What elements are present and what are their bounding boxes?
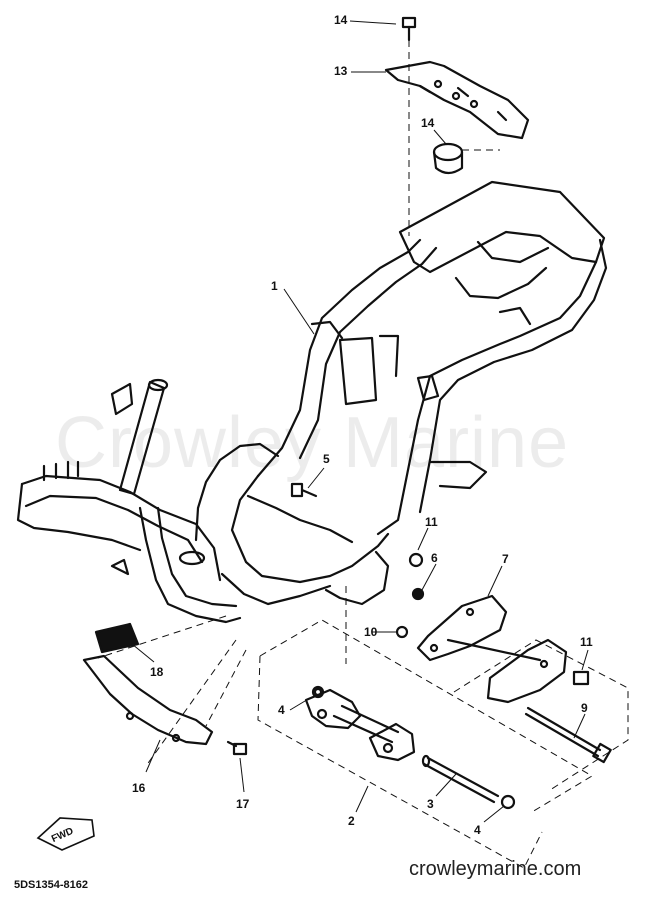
forward-arrow-icon (36, 817, 95, 851)
callout-3: 3 (427, 797, 434, 811)
callout-12: 13 (334, 64, 348, 78)
callout-7: 7 (502, 552, 509, 566)
pivot-arm-assembly-part (304, 685, 416, 762)
callout-17: 17 (236, 797, 250, 811)
callout-6: 6 (431, 551, 438, 565)
bolt-part (401, 16, 417, 42)
callout-2: 2 (348, 814, 355, 828)
callout-18: 18 (150, 665, 164, 679)
leader-lines (131, 20, 589, 823)
collar-part (408, 552, 424, 568)
bolt-part (226, 740, 248, 756)
callout-9: 10 (364, 625, 378, 639)
bolt-part (290, 482, 318, 498)
washer-part (313, 687, 323, 697)
callout-4-lower: 4 (474, 823, 481, 837)
site-name: crowleymarine.com (409, 858, 582, 880)
callout-1: 1 (271, 279, 278, 293)
washer-part (500, 794, 516, 810)
side-bracket-part (446, 638, 568, 704)
callout-4-upper: 4 (278, 703, 285, 717)
main-frame-part (194, 180, 608, 606)
callout-13: 14 (421, 116, 435, 130)
engine-bracket-part (384, 60, 530, 140)
direction-label-text: FWD (50, 826, 75, 845)
link-plate-part (416, 594, 508, 662)
dashed-guides (97, 40, 629, 869)
nut-part (411, 587, 425, 601)
under-bracket-part (82, 654, 214, 746)
callout-10: 11 (580, 635, 593, 649)
callout-14: 14 (334, 13, 348, 27)
washer-part (395, 625, 409, 639)
callout-11: 11 (425, 515, 438, 529)
front-guard-part (16, 378, 242, 624)
catalog-number: 5DS1354-8162 (14, 879, 89, 891)
direction-label: FWD (50, 826, 75, 845)
cover-plate-part (94, 622, 140, 654)
long-bolt-part (524, 706, 612, 764)
callout-5: 5 (323, 452, 330, 466)
damper-part (432, 142, 464, 175)
shaft-part (421, 754, 500, 804)
bolt-part (572, 670, 590, 686)
watermark: Crowley Marine (55, 403, 570, 483)
callout-8: 9 (581, 701, 588, 715)
callout-16: 16 (132, 781, 146, 795)
